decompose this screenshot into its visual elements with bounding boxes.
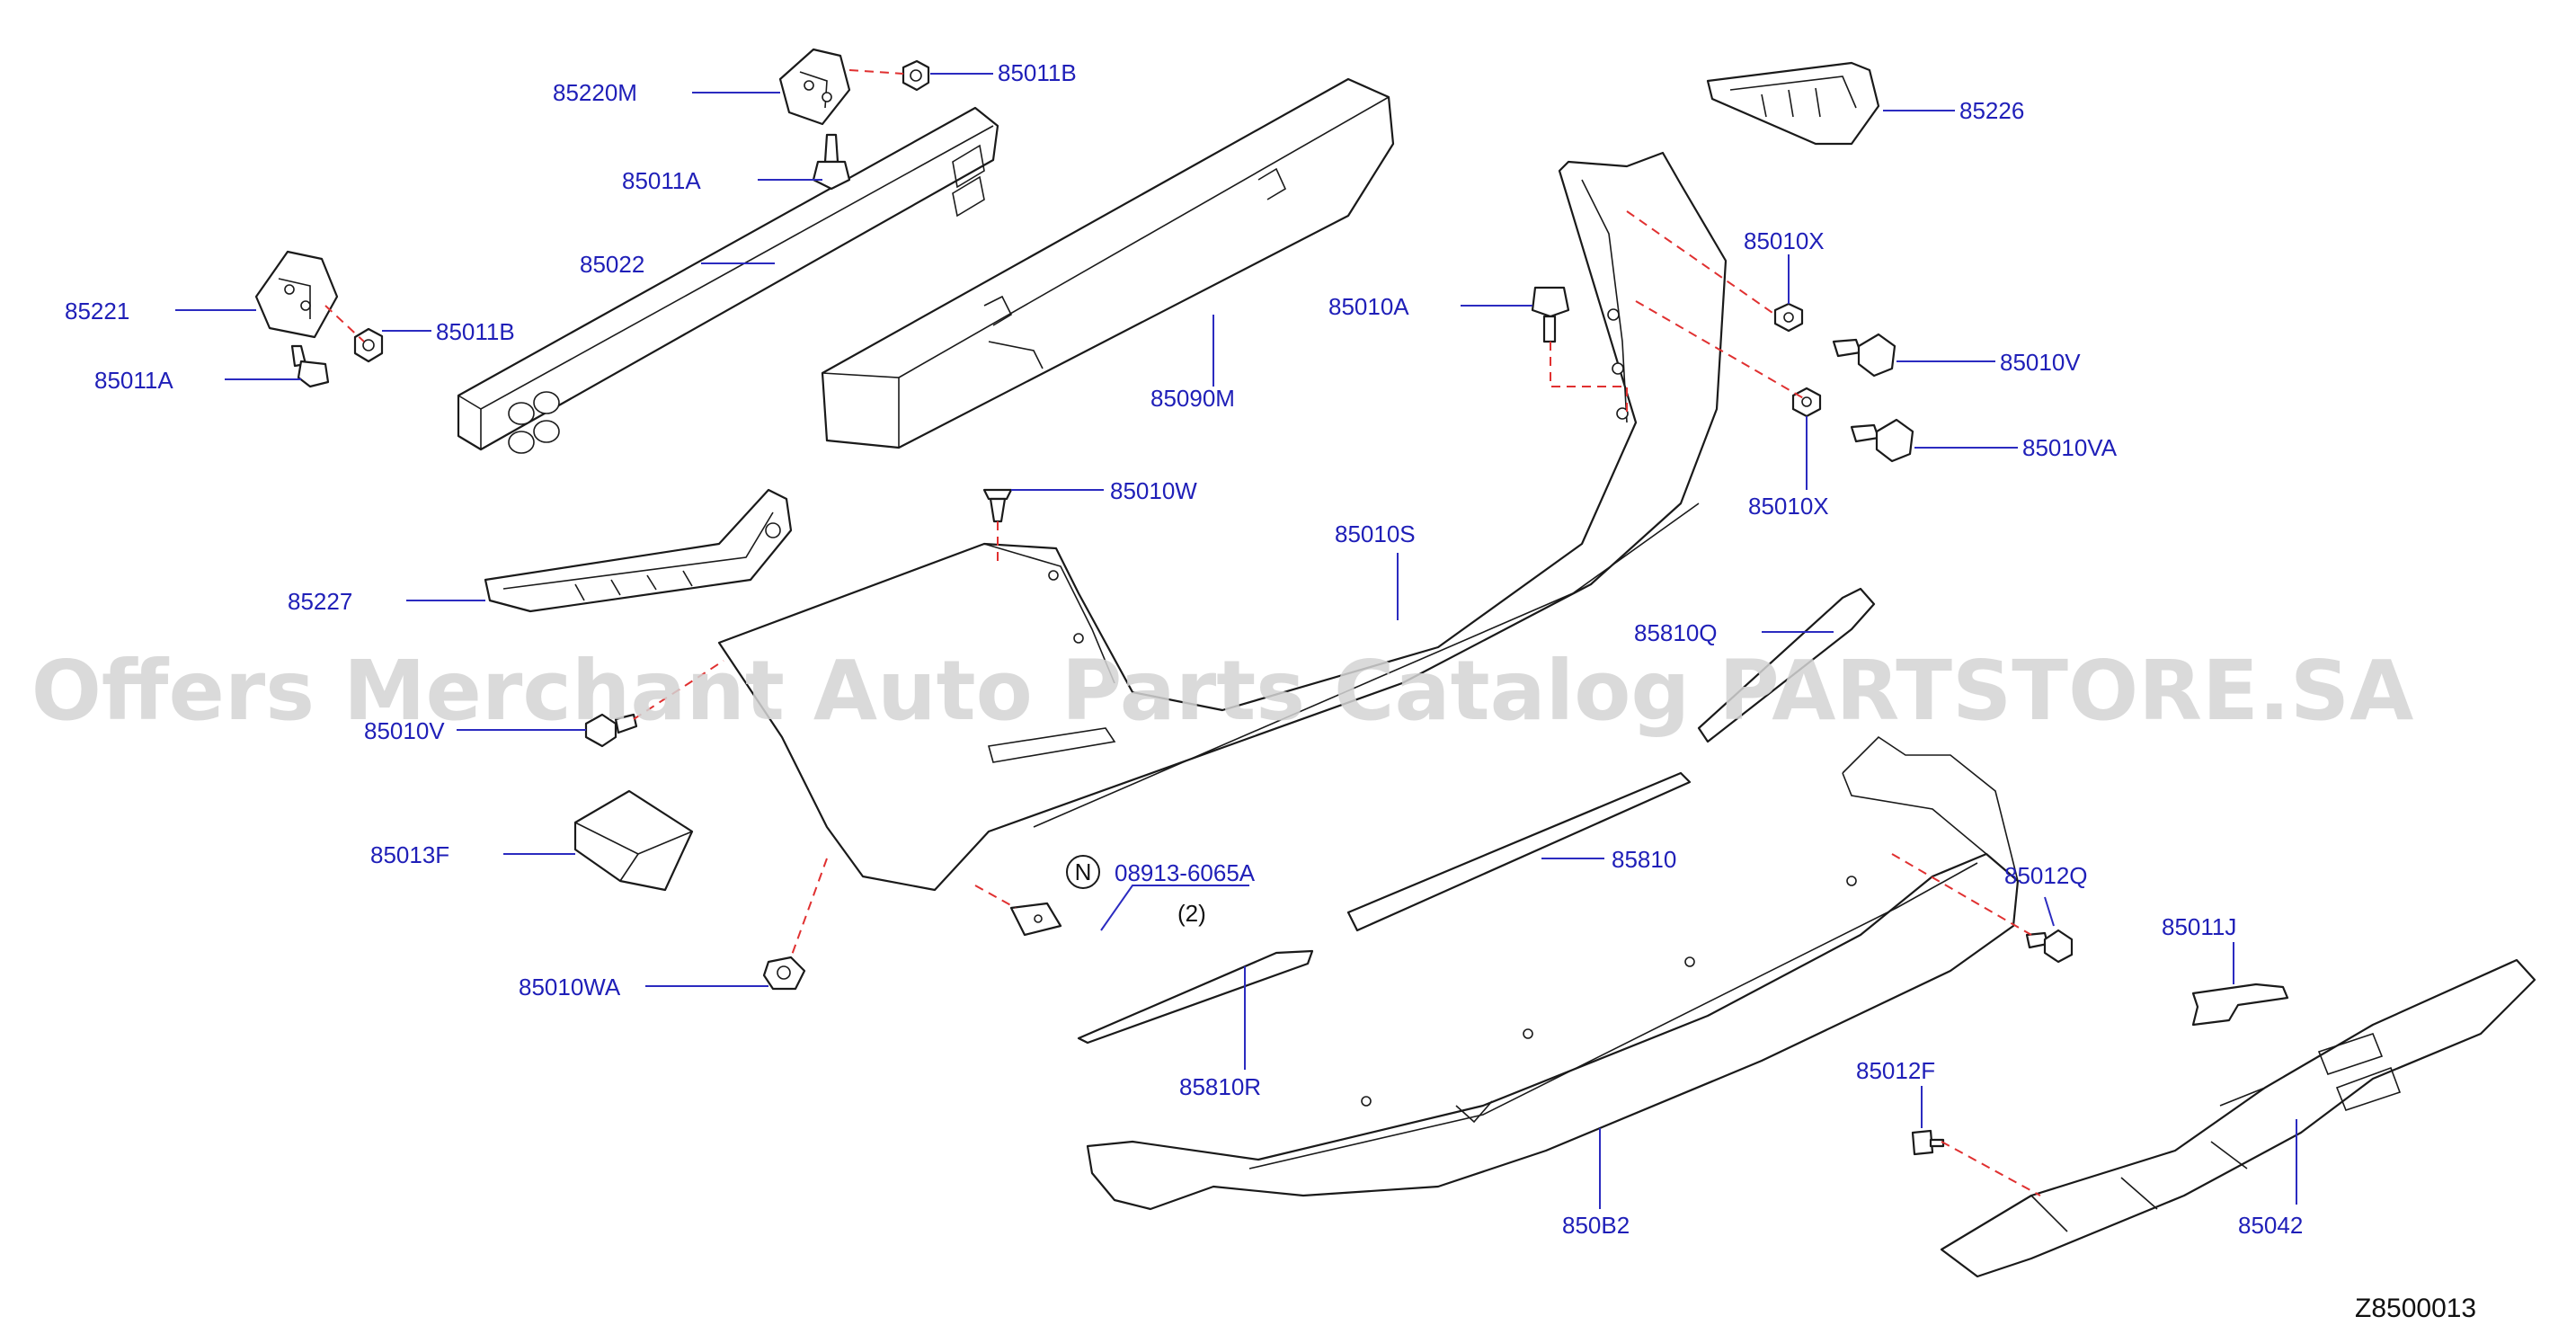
part-85810Q-molding [1697, 587, 1876, 743]
label-85011B-left: 85011B [436, 318, 515, 345]
assembly-lines [324, 69, 2041, 1196]
part-85010VA-bolt [1850, 418, 1914, 463]
part-85042-undercover [1940, 958, 2536, 1278]
label-85226: 85226 [1959, 97, 2024, 124]
notice-symbol: N [1066, 855, 1100, 889]
part-85010W-clip [982, 488, 1013, 523]
notice-symbol-text: N [1075, 858, 1092, 885]
label-85221: 85221 [65, 298, 129, 325]
part-85010A-bolt [1531, 286, 1570, 343]
label-85022: 85022 [580, 251, 644, 278]
part-85090M-absorber [821, 77, 1395, 449]
label-850B2: 850B2 [1562, 1212, 1630, 1239]
label-85090M: 85090M [1150, 385, 1235, 412]
leader-lines [175, 73, 2297, 1209]
part-85220M-bracket [778, 48, 851, 126]
label-85042: 85042 [2238, 1212, 2303, 1239]
part-85226-bracket [1706, 61, 1880, 146]
label-85010V-left: 85010V [364, 717, 445, 744]
part-85010S-fascia [717, 151, 1728, 892]
diagram-code: Z8500013 [2355, 1294, 2476, 1323]
part-08913-6065A-clip [1009, 902, 1062, 937]
label-85011A-top: 85011A [622, 167, 701, 194]
part-labels: 85220M 85011B 85011A 85022 85221 85011B … [65, 59, 2303, 1239]
label-85010X-bottom: 85010X [1748, 493, 1829, 520]
part-85810-molding [1346, 771, 1692, 932]
part-85010X-nut-top [1773, 302, 1804, 333]
part-85011B-nut-top [902, 59, 930, 92]
label-85010WA: 85010WA [519, 974, 621, 1000]
part-85012F-clip [1911, 1129, 1945, 1156]
part-85010V-bolt-right [1832, 333, 1896, 378]
label-08913-6065A: 08913-6065A [1115, 859, 1256, 886]
label-85810Q: 85810Q [1634, 619, 1718, 646]
label-85011J: 85011J [2162, 913, 2236, 940]
part-85012Q-bolt [2025, 929, 2074, 964]
part-85011A-bolt-top [812, 133, 851, 191]
label-85010V-right: 85010V [2000, 349, 2081, 376]
label-85010X-top: 85010X [1744, 227, 1825, 254]
part-85013F-pad [573, 789, 694, 892]
part-850B2-lower-bumper [1086, 735, 2020, 1211]
part-85011A-bolt-left [290, 344, 330, 388]
label-85012Q: 85012Q [2004, 862, 2088, 889]
part-85022-beam [457, 106, 999, 454]
part-85810R-molding [1077, 949, 1314, 1045]
label-85010W: 85010W [1110, 477, 1197, 504]
part-85010WA-clip [762, 956, 806, 991]
part-85011J-bracket [2191, 983, 2289, 1027]
label-85010A: 85010A [1328, 293, 1409, 320]
label-85810R: 85810R [1179, 1073, 1261, 1100]
label-85012F: 85012F [1856, 1057, 1935, 1084]
label-85227: 85227 [288, 588, 352, 615]
watermark-text: Offers Merchant Auto Parts Catalog PARTS… [31, 643, 2414, 739]
part-85011B-nut-left [353, 327, 384, 363]
quantity-note: (2) [1177, 900, 1206, 927]
label-85010S: 85010S [1335, 520, 1416, 547]
part-85010X-nut-bottom [1791, 387, 1822, 418]
label-85013F: 85013F [370, 841, 449, 868]
part-85010V-bolt-left [584, 713, 638, 748]
label-85011A-left: 85011A [94, 367, 173, 394]
part-85221-bracket [254, 250, 339, 339]
label-85010VA: 85010VA [2022, 434, 2118, 461]
label-85011B-top: 85011B [998, 59, 1077, 86]
part-85227-bracket [484, 488, 793, 613]
label-85810: 85810 [1612, 846, 1676, 873]
label-85220M: 85220M [553, 79, 637, 106]
